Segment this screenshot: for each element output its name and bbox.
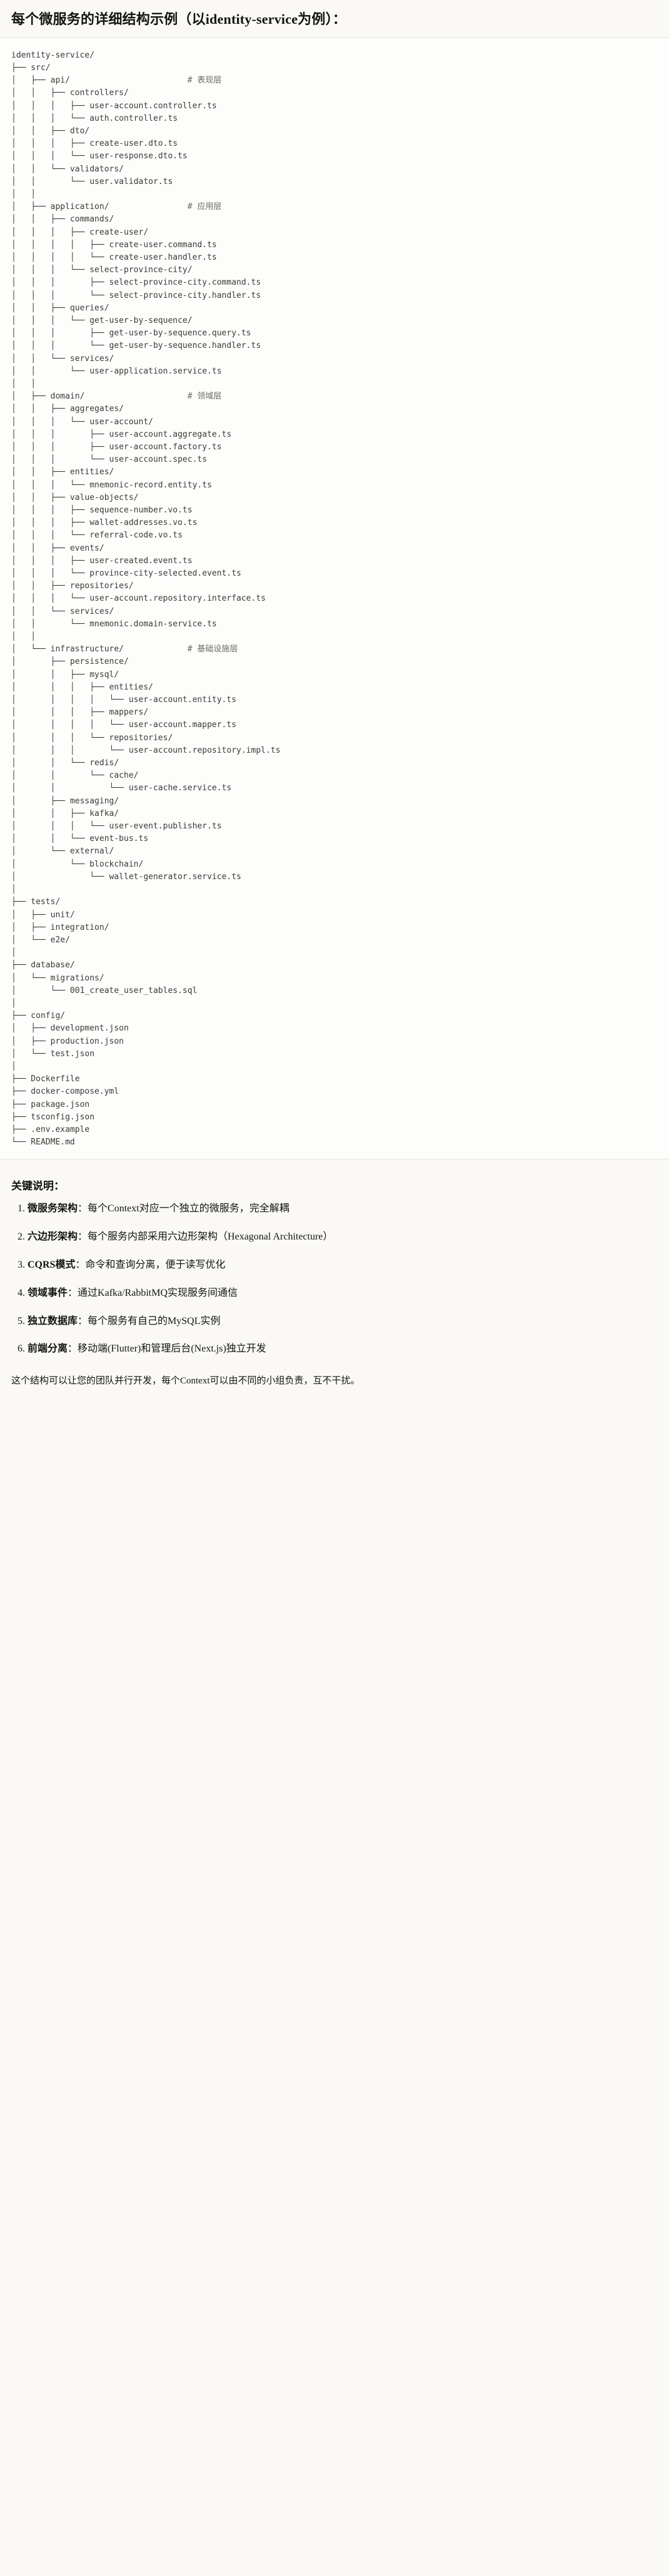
directory-tree-block: identity-service/ ├── src/ │ ├── api/ # …: [0, 37, 669, 1160]
list-item: 独立数据库：每个服务有自己的MySQL实例: [28, 1314, 658, 1330]
note-term: CQRS模式: [28, 1259, 76, 1270]
key-notes-section: 关键说明： 微服务架构：每个Context对应一个独立的微服务，完全解耦 六边形…: [0, 1159, 669, 1402]
note-term: 微服务架构: [28, 1203, 78, 1214]
layer-comment: # 表现层: [187, 76, 222, 86]
list-item: 六边形架构：每个服务内部采用六边形架构（Hexagonal Architectu…: [28, 1229, 658, 1245]
note-separator: ：: [75, 1259, 86, 1270]
list-item: 前端分离：移动端(Flutter)和管理后台(Next.js)独立开发: [28, 1341, 658, 1357]
note-description: 每个服务内部采用六边形架构（Hexagonal Architecture）: [88, 1231, 333, 1243]
note-description: 移动端(Flutter)和管理后台(Next.js)独立开发: [78, 1343, 266, 1355]
note-description: 每个服务有自己的MySQL实例: [88, 1315, 221, 1326]
closing-paragraph: 这个结构可以让您的团队并行开发，每个Context可以由不同的小组负责，互不干扰…: [11, 1376, 360, 1387]
note-separator: ：: [78, 1315, 88, 1326]
document-page: 每个微服务的详细结构示例（以identity-service为例）： ident…: [0, 0, 669, 1402]
note-term: 六边形架构: [28, 1231, 78, 1243]
note-term: 前端分离: [28, 1343, 68, 1355]
directory-tree-code: identity-service/ ├── src/ │ ├── api/ # …: [11, 50, 281, 1148]
note-description: 命令和查询分离，便于读写优化: [85, 1259, 226, 1270]
layer-comment: # 应用层: [187, 202, 222, 212]
list-item: CQRS模式：命令和查询分离，便于读写优化: [28, 1258, 658, 1273]
note-term: 领域事件: [28, 1287, 68, 1298]
list-item: 领域事件：通过Kafka/RabbitMQ实现服务间通信: [28, 1286, 658, 1301]
key-notes-heading: 关键说明：: [11, 1180, 64, 1193]
note-separator: ：: [68, 1287, 78, 1298]
page-title: 每个微服务的详细结构示例（以identity-service为例）：: [11, 11, 346, 27]
note-separator: ：: [78, 1231, 88, 1243]
key-notes-list: 微服务架构：每个Context对应一个独立的微服务，完全解耦 六边形架构：每个服…: [11, 1201, 658, 1357]
note-description: 每个Context对应一个独立的微服务，完全解耦: [88, 1203, 289, 1214]
note-term: 独立数据库: [28, 1315, 78, 1326]
list-item: 微服务架构：每个Context对应一个独立的微服务，完全解耦: [28, 1201, 658, 1217]
note-separator: ：: [68, 1343, 78, 1355]
layer-comment: # 领域层: [187, 392, 222, 402]
layer-comment: # 基础设施层: [187, 644, 238, 654]
note-description: 通过Kafka/RabbitMQ实现服务间通信: [78, 1287, 238, 1298]
note-separator: ：: [78, 1203, 88, 1214]
